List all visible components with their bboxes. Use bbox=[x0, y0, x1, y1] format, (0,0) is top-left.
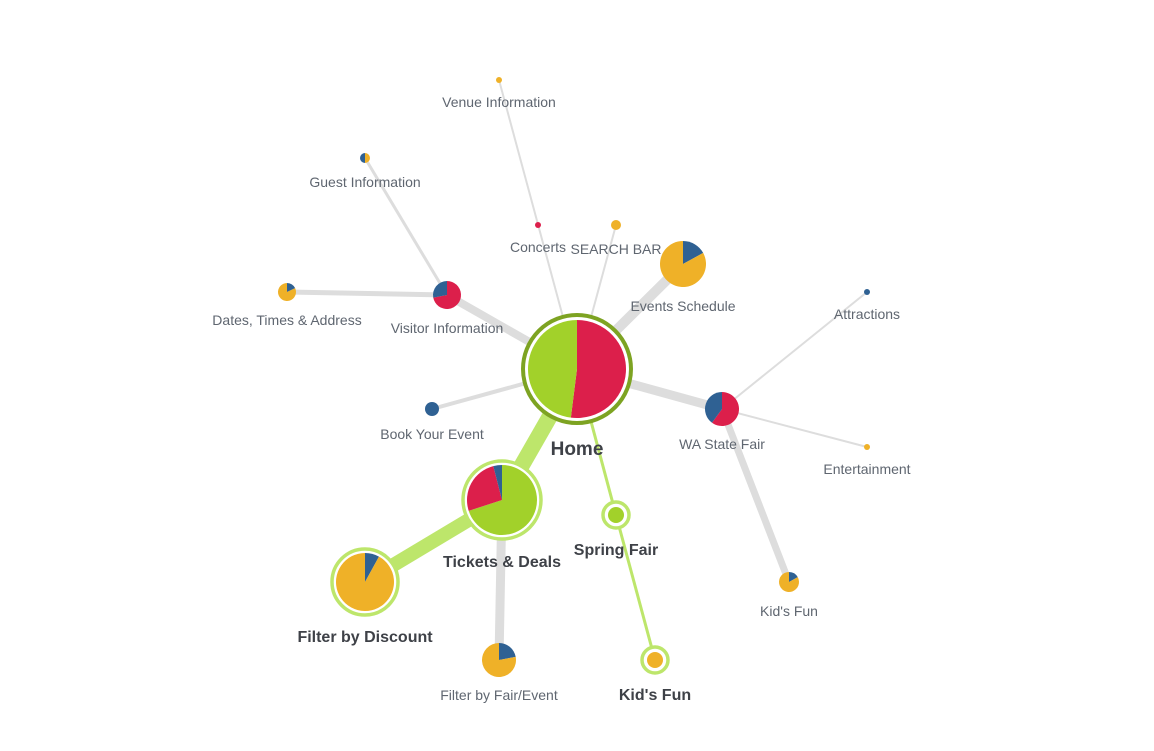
node-label-spring-fair: Spring Fair bbox=[574, 542, 658, 559]
node-kids-fun-wa[interactable] bbox=[779, 572, 799, 592]
pie-slice-blue bbox=[360, 153, 365, 163]
node-label-entertainment: Entertainment bbox=[823, 461, 910, 477]
node-book-your-event[interactable] bbox=[425, 402, 439, 416]
node-attractions[interactable] bbox=[864, 289, 870, 295]
node-label-kids-fun-spring: Kid's Fun bbox=[619, 687, 691, 704]
node-wa-state-fair[interactable] bbox=[705, 392, 739, 426]
node-label-filter-by-fair-event: Filter by Fair/Event bbox=[440, 687, 558, 703]
node-label-dates-times-address: Dates, Times & Address bbox=[212, 312, 361, 328]
edge-spring-fair-to-kids-fun-spring bbox=[614, 514, 657, 661]
node-layer bbox=[277, 77, 870, 677]
node-label-events-schedule: Events Schedule bbox=[630, 298, 735, 314]
edge-wa-state-fair-to-kids-fun-wa bbox=[718, 407, 793, 584]
node-kids-fun-spring[interactable] bbox=[640, 645, 670, 675]
node-label-kids-fun-wa: Kid's Fun bbox=[760, 603, 818, 619]
node-label-search-bar: SEARCH BAR bbox=[570, 241, 661, 257]
edge-wa-state-fair-to-entertainment bbox=[721, 408, 868, 448]
pie-slice-red bbox=[433, 281, 461, 310]
pie-slice-blue bbox=[425, 402, 439, 416]
pie-slice-yellow bbox=[864, 444, 870, 450]
edge-visitor-information-to-guest-information bbox=[363, 157, 449, 296]
pie-slice-green bbox=[527, 320, 577, 418]
node-label-attractions: Attractions bbox=[834, 306, 900, 322]
node-label-guest-information: Guest Information bbox=[309, 174, 420, 190]
pie-slice-yellow bbox=[482, 643, 516, 677]
node-search-bar[interactable] bbox=[611, 220, 621, 230]
node-spring-fair[interactable] bbox=[601, 500, 631, 530]
node-dates-times-address[interactable] bbox=[277, 283, 296, 302]
pie-slice-yellow bbox=[277, 283, 296, 302]
node-label-filter-by-discount: Filter by Discount bbox=[297, 629, 433, 646]
pie-slice-blue bbox=[493, 464, 502, 500]
node-label-visitor-information: Visitor Information bbox=[391, 320, 504, 336]
node-filter-by-discount[interactable] bbox=[330, 547, 400, 617]
edge-visitor-information-to-dates-times-address bbox=[286, 289, 448, 298]
pie-slice-red bbox=[712, 392, 739, 426]
node-home[interactable] bbox=[521, 313, 633, 425]
node-label-wa-state-fair: WA State Fair bbox=[679, 436, 765, 452]
node-tickets-deals[interactable] bbox=[461, 459, 543, 541]
pie-slice-blue bbox=[864, 289, 870, 295]
pie-slice-green bbox=[608, 507, 624, 523]
pie-slice-red bbox=[466, 466, 502, 511]
edge-wa-state-fair-to-attractions bbox=[721, 291, 868, 410]
node-label-home: Home bbox=[551, 439, 604, 460]
pie-slice-blue bbox=[433, 281, 447, 298]
pie-slice-yellow bbox=[659, 241, 706, 288]
pie-slice-blue bbox=[683, 241, 704, 264]
pie-slice-red bbox=[535, 222, 541, 228]
pie-slice-yellow bbox=[611, 220, 621, 230]
pie-slice-yellow bbox=[647, 652, 663, 668]
node-label-venue-information: Venue Information bbox=[442, 94, 556, 110]
pie-slice-yellow bbox=[496, 77, 502, 83]
node-visitor-information[interactable] bbox=[433, 281, 461, 310]
node-guest-information[interactable] bbox=[360, 153, 370, 163]
pie-slice-red bbox=[570, 320, 626, 418]
node-label-book-your-event: Book Your Event bbox=[380, 426, 484, 442]
node-label-concerts: Concerts bbox=[510, 239, 566, 255]
pie-slice-yellow bbox=[365, 153, 370, 163]
pie-slice-blue bbox=[365, 553, 379, 582]
pie-slice-yellow bbox=[779, 572, 799, 592]
pie-slice-yellow bbox=[335, 553, 394, 611]
pie-slice-green bbox=[468, 465, 538, 535]
pie-slice-blue bbox=[287, 283, 296, 292]
node-entertainment[interactable] bbox=[864, 444, 870, 450]
pie-slice-blue bbox=[789, 572, 798, 582]
node-label-tickets-deals: Tickets & Deals bbox=[443, 554, 561, 571]
pie-slice-blue bbox=[705, 392, 722, 423]
node-concerts[interactable] bbox=[535, 222, 541, 228]
node-venue-information[interactable] bbox=[496, 77, 502, 83]
pie-slice-blue bbox=[499, 643, 516, 660]
node-events-schedule[interactable] bbox=[659, 241, 706, 288]
node-filter-by-fair-event[interactable] bbox=[482, 643, 516, 677]
